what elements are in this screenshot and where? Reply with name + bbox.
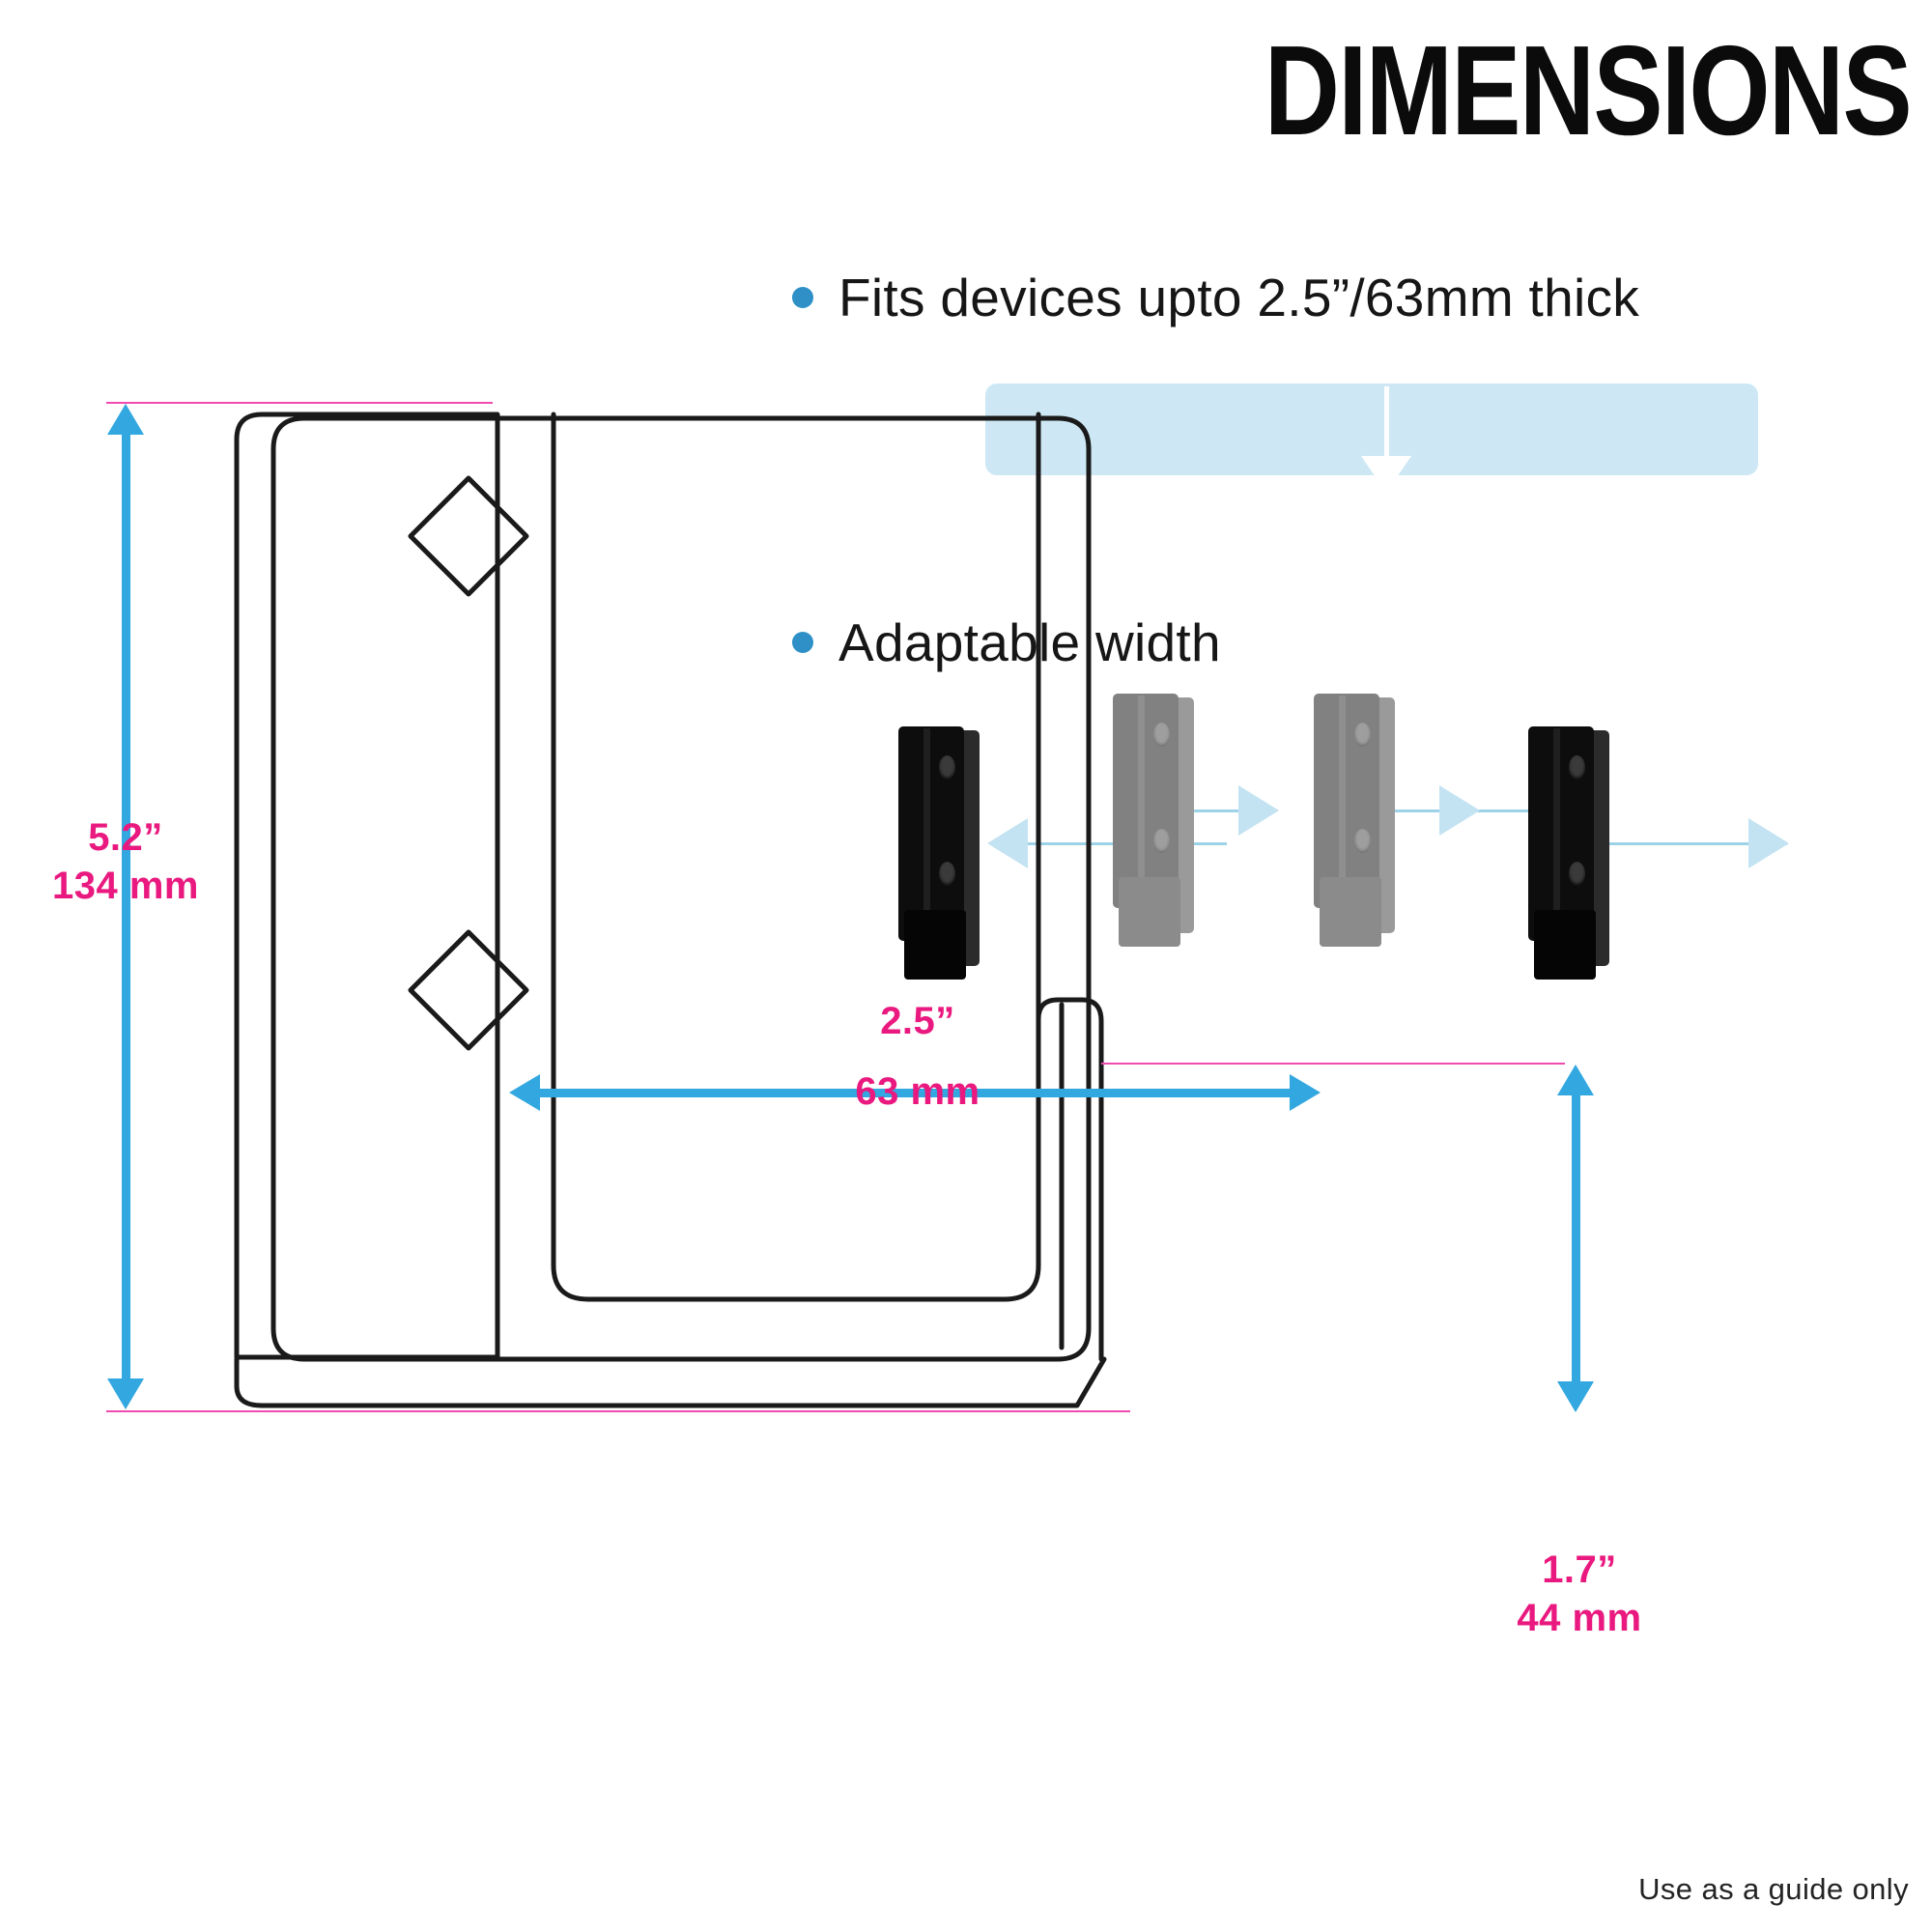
device-arrow-stem: [1384, 386, 1389, 472]
screw-hole-icon: [1153, 829, 1170, 853]
product-profile-drawing: [234, 412, 1107, 1408]
footer-disclaimer: Use as a guide only: [1638, 1872, 1909, 1906]
lip-label-mm: 44 mm: [1517, 1597, 1642, 1639]
extension-line-top-left: [106, 402, 493, 404]
bracket-foot: [1320, 877, 1381, 947]
profile-front-lip: [1036, 997, 1104, 1362]
arrow-down-icon: [1361, 456, 1411, 493]
height-label-mm: 134 mm: [52, 865, 199, 907]
bullet-dot-icon: [792, 632, 813, 653]
depth-label-mm: 63 mm: [855, 1070, 980, 1113]
bracket-foot: [1534, 910, 1596, 980]
arrow-right-icon: [1290, 1074, 1321, 1111]
depth-label-inches: 2.5”: [880, 1000, 955, 1042]
feature-item-width: Adaptable width: [792, 611, 1221, 673]
screw-hole-icon: [1354, 723, 1371, 747]
feature-item-thickness: Fits devices upto 2.5”/63mm thick: [792, 267, 1639, 328]
height-label-inches: 5.2”: [88, 816, 163, 859]
arrow-right-icon: [1238, 785, 1279, 836]
bracket-foot: [1119, 877, 1180, 947]
profile-base-slab: [234, 1356, 1107, 1408]
width-arrow-line-outer-right: [1594, 842, 1787, 845]
screw-hole-icon: [1153, 723, 1170, 747]
bracket-rail: [923, 728, 930, 939]
screw-hole-icon: [1354, 829, 1371, 853]
bracket-rail: [1138, 696, 1145, 906]
bracket-black-left: [898, 726, 981, 980]
adaptable-width-illustration: [898, 676, 1922, 1005]
arrow-down-icon: [1557, 1381, 1594, 1412]
arrow-right-icon: [1748, 818, 1789, 868]
bracket-black-right: [1528, 726, 1611, 980]
diamond-hole-upper: [408, 475, 529, 597]
screw-hole-icon: [1569, 755, 1585, 780]
arrow-left-icon: [509, 1074, 540, 1111]
profile-inner-channel: [551, 412, 1041, 1302]
feature-label-thickness: Fits devices upto 2.5”/63mm thick: [838, 268, 1640, 327]
arrow-right-icon: [1439, 785, 1480, 836]
bracket-grey-mid-right: [1314, 694, 1397, 947]
extension-line-top-right: [1101, 1063, 1565, 1065]
bracket-rail: [1339, 696, 1346, 906]
arrow-up-icon: [107, 404, 144, 435]
bullet-dot-icon: [792, 287, 813, 308]
screw-hole-icon: [939, 755, 955, 780]
page-title: DIMENSIONS: [1264, 19, 1913, 161]
arrow-up-icon: [1557, 1065, 1594, 1095]
feature-label-width: Adaptable width: [838, 612, 1221, 672]
arrow-left-icon: [987, 818, 1028, 868]
profile-main-body: [270, 415, 1092, 1362]
extension-line-bottom-left: [106, 1410, 1130, 1412]
bracket-face: [1314, 694, 1379, 908]
bracket-grey-mid-left: [1113, 694, 1196, 947]
width-arrow-line-inner-right: [1393, 810, 1586, 812]
bracket-rail: [1553, 728, 1560, 939]
lip-label-inches: 1.7”: [1542, 1548, 1617, 1591]
diamond-hole-lower: [408, 929, 529, 1051]
width-arrow-line-inner-left: [1188, 810, 1265, 812]
screw-hole-icon: [1569, 862, 1585, 886]
height-dimension-line: [122, 421, 130, 1397]
depth-dimension-line: [537, 1089, 1310, 1097]
bracket-foot: [904, 910, 966, 980]
screw-hole-icon: [939, 862, 955, 886]
lip-height-dimension-line: [1572, 1082, 1580, 1401]
bracket-face: [1528, 726, 1594, 941]
arrow-down-icon: [107, 1378, 144, 1409]
